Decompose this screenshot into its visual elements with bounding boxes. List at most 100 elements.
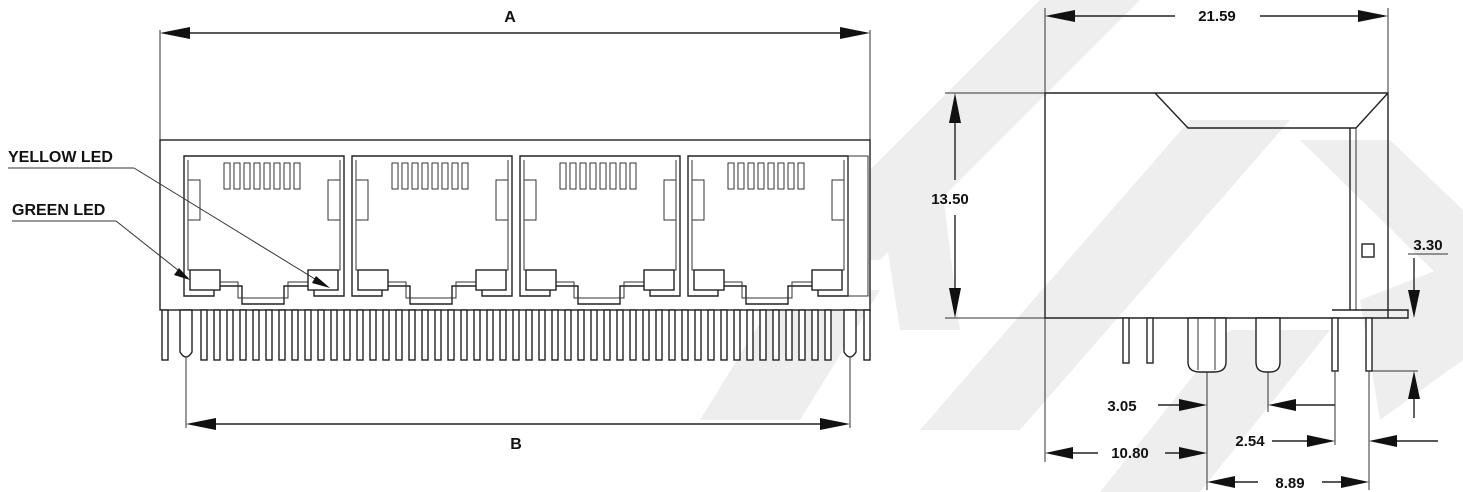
connector-pin	[590, 309, 598, 361]
contact-finger	[431, 162, 439, 190]
mounting-peg	[179, 309, 193, 358]
contact-finger	[223, 162, 231, 190]
contact-finger	[411, 162, 419, 190]
connector-pin	[785, 309, 793, 361]
connector-pin	[824, 309, 832, 361]
contact-finger	[401, 162, 409, 190]
green-led-label: GREEN LED	[12, 202, 105, 219]
connector-pin	[486, 309, 494, 361]
dimension-offset: 10.80	[1044, 318, 1208, 490]
contact-finger	[609, 162, 617, 190]
contact-finger	[461, 162, 469, 190]
connector-pin	[655, 309, 663, 361]
connector-pin	[330, 309, 338, 361]
connector-pin	[551, 309, 559, 361]
connector-pin	[252, 309, 260, 361]
rj45-port	[519, 155, 681, 305]
connector-pin	[798, 309, 806, 361]
dimension-span: 8.89	[1207, 475, 1369, 492]
connector-pin	[382, 309, 390, 361]
green-led-window	[189, 269, 221, 291]
front-view: A B YELLOW LED GREEN LED	[8, 4, 871, 453]
dimension-width-label: 21.59	[1198, 8, 1236, 25]
green-led-window	[525, 269, 557, 291]
connector-pin	[304, 309, 312, 361]
contact-finger	[737, 162, 745, 190]
yellow-led-window	[643, 269, 675, 291]
rj45-port	[183, 155, 345, 305]
contact-finger	[589, 162, 597, 190]
contact-finger	[421, 162, 429, 190]
connector-pin	[278, 309, 286, 361]
connector-pin	[226, 309, 234, 361]
contact-finger	[233, 162, 241, 190]
side-pins	[1122, 317, 1373, 373]
dimension-width: 21.59	[1044, 8, 1389, 93]
contact-finger	[273, 162, 281, 190]
mounting-peg	[843, 309, 857, 358]
contact-finger	[441, 162, 449, 190]
connector-pin	[733, 309, 741, 361]
connector-pin	[512, 309, 520, 361]
connector-pin	[603, 309, 611, 361]
dimension-b: B	[185, 358, 851, 453]
dimension-pin-pitch-1: 3.05	[1107, 372, 1335, 415]
connector-pin	[213, 309, 221, 361]
connector-pin	[447, 309, 455, 361]
connector-pin	[317, 309, 325, 361]
yellow-led-callout: YELLOW LED	[8, 149, 330, 288]
contact-finger	[579, 162, 587, 190]
connector-pin	[681, 309, 689, 361]
connector-pin	[408, 309, 416, 361]
contact-finger	[727, 162, 735, 190]
connector-pin	[577, 309, 585, 361]
contact-finger	[293, 162, 301, 190]
connector-pin	[538, 309, 546, 361]
port-group	[183, 155, 869, 305]
dimension-a-label: A	[504, 9, 516, 26]
connector-pin	[265, 309, 273, 361]
dimension-height: 13.50	[931, 92, 1045, 319]
connector-pin	[291, 309, 299, 361]
connector-pin	[720, 309, 728, 361]
contact-finger	[243, 162, 251, 190]
contact-finger	[253, 162, 261, 190]
connector-pin	[772, 309, 780, 361]
side-view: 21.59 13.50 3.30	[931, 8, 1448, 492]
yellow-led-window	[811, 269, 843, 291]
green-led-window	[693, 269, 725, 291]
contact-finger	[451, 162, 459, 190]
contact-finger	[569, 162, 577, 190]
connector-pin	[616, 309, 624, 361]
pin-row	[161, 309, 871, 361]
connector-pin	[746, 309, 754, 361]
contact-finger	[787, 162, 795, 190]
contact-finger	[757, 162, 765, 190]
connector-pin	[642, 309, 650, 361]
contact-finger	[263, 162, 271, 190]
connector-pin	[863, 309, 871, 361]
contact-finger	[767, 162, 775, 190]
rj45-port	[687, 155, 849, 305]
connector-pin	[460, 309, 468, 361]
connector-pin	[200, 309, 208, 361]
connector-pin	[369, 309, 377, 361]
rj45-port	[351, 155, 513, 305]
dimension-pin-pitch-2: 2.54	[1235, 371, 1438, 490]
yellow-led-window	[307, 269, 339, 291]
contact-finger	[777, 162, 785, 190]
connector-pin	[759, 309, 767, 361]
dimension-offset-label: 10.80	[1111, 445, 1149, 462]
connector-pin	[707, 309, 715, 361]
contact-finger	[599, 162, 607, 190]
green-led-callout: GREEN LED	[12, 202, 190, 280]
connector-pin	[629, 309, 637, 361]
connector-pin	[694, 309, 702, 361]
connector-pin	[668, 309, 676, 361]
dimension-a: A	[159, 4, 871, 140]
contact-finger	[391, 162, 399, 190]
dimension-pin-pitch-2-label: 2.54	[1235, 433, 1265, 450]
yellow-led-label: YELLOW LED	[8, 149, 113, 166]
connector-pin	[356, 309, 364, 361]
